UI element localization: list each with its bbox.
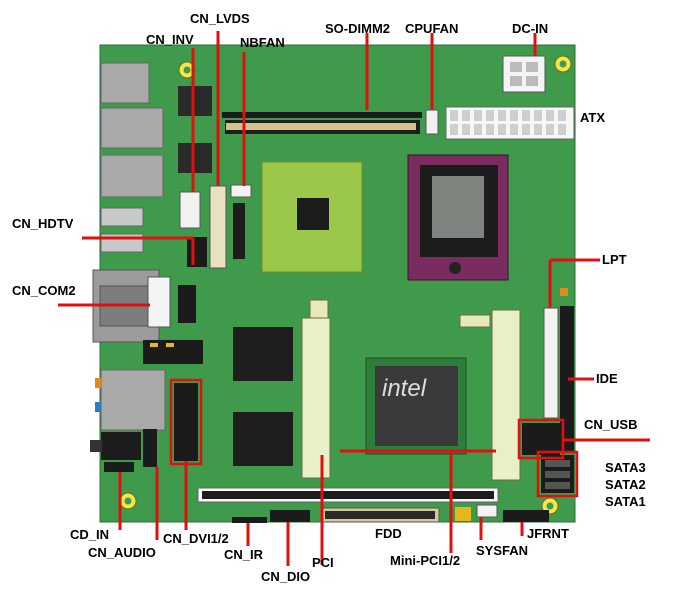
label-cpufan: CPUFAN bbox=[405, 21, 459, 36]
label-ide: IDE bbox=[596, 371, 618, 386]
dc-in-connector bbox=[502, 55, 546, 93]
label-sata1: SATA1 bbox=[605, 494, 646, 509]
cn-ir-header bbox=[232, 517, 267, 523]
label-lpt: LPT bbox=[602, 252, 627, 267]
cpufan-header bbox=[425, 109, 439, 135]
label-cn-hdtv: CN_HDTV bbox=[12, 216, 74, 231]
cn-dio-header bbox=[270, 510, 310, 522]
label-so-dimm2: SO-DIMM2 bbox=[325, 21, 390, 36]
label-cn-inv: CN_INV bbox=[146, 32, 194, 47]
label-atx: ATX bbox=[580, 110, 606, 125]
northbridge-chip bbox=[261, 161, 363, 273]
so-dimm2-slot bbox=[222, 112, 422, 134]
label-cn-audio: CN_AUDIO bbox=[88, 545, 156, 560]
cn-usb-header bbox=[522, 423, 560, 455]
cn-hdtv-header bbox=[187, 237, 207, 267]
cn-audio-header bbox=[143, 429, 157, 467]
ide-connector bbox=[560, 306, 574, 451]
label-cn-dvi12: CN_DVI1/2 bbox=[163, 531, 229, 546]
label-fdd: FDD bbox=[375, 526, 402, 541]
cn-dvi-header bbox=[174, 383, 198, 461]
sata-highlight bbox=[536, 450, 579, 498]
label-cn-lvds: CN_LVDS bbox=[190, 11, 250, 26]
cn-usb-highlight bbox=[517, 418, 565, 460]
cpu-socket bbox=[407, 154, 509, 281]
mounting-holes bbox=[119, 55, 572, 515]
callout-lines bbox=[58, 31, 650, 566]
cn-inv-connector bbox=[179, 191, 201, 229]
so-dimm1-slots bbox=[301, 299, 521, 481]
cn-com2-header bbox=[178, 285, 196, 323]
lpt-connector bbox=[543, 307, 559, 419]
label-sysfan: SYSFAN bbox=[476, 543, 529, 558]
atx-connector bbox=[445, 106, 575, 140]
label-pci: PCI bbox=[312, 555, 334, 570]
intel-logo: intel bbox=[382, 375, 427, 402]
label-nbfan: NBFAN bbox=[240, 35, 285, 50]
cd-in-header bbox=[104, 462, 134, 472]
label-mini-pci12: Mini-PCI1/2 bbox=[390, 553, 461, 568]
cn-dvi-highlight bbox=[169, 378, 203, 466]
label-cn-dio: CN_DIO bbox=[261, 569, 311, 584]
fdd-connector bbox=[320, 507, 440, 523]
label-dc-in: DC-IN bbox=[512, 21, 549, 36]
label-cn-com2: CN_COM2 bbox=[12, 283, 76, 298]
jfrnt-header bbox=[503, 510, 549, 522]
pci-slot bbox=[197, 487, 499, 503]
southbridge-chip: intel bbox=[365, 357, 467, 455]
label-cn-usb: CN_USB bbox=[584, 417, 638, 432]
label-sata3: SATA3 bbox=[605, 460, 646, 475]
cn-lvds-connector bbox=[209, 185, 227, 269]
nbfan-header bbox=[230, 184, 252, 198]
label-cd-in: CD_IN bbox=[70, 527, 110, 542]
label-cn-ir: CN_IR bbox=[224, 547, 264, 562]
label-jfrnt: JFRNT bbox=[527, 526, 569, 541]
sata-connectors bbox=[541, 455, 574, 493]
label-sata2: SATA2 bbox=[605, 477, 646, 492]
sysfan-header bbox=[476, 504, 498, 518]
